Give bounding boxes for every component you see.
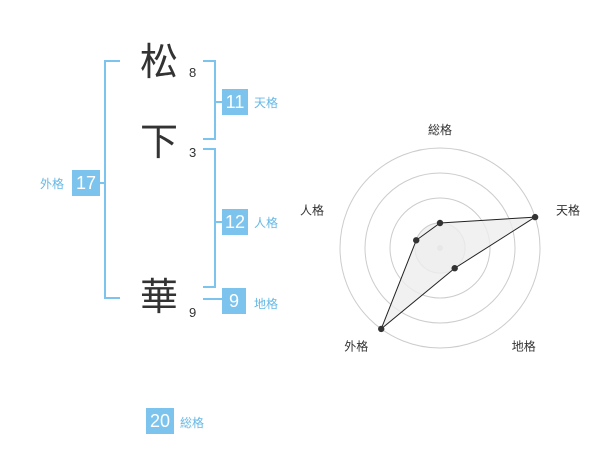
- radar-point-1: [436, 219, 444, 227]
- jinkaku-connector: [215, 221, 222, 223]
- stroke-count-1: 8: [189, 65, 197, 80]
- radar-axis-label-2: 天格: [556, 202, 580, 217]
- tenkaku-connector: [215, 101, 222, 103]
- radar-point-3: [451, 265, 458, 272]
- gaikaku-value: 17: [72, 170, 100, 196]
- name-char-2: 下: [140, 120, 179, 164]
- radar-axis-label-5: 人格: [300, 202, 324, 217]
- radar-point-5: [413, 237, 420, 244]
- tenkaku-label: 天格: [254, 96, 279, 110]
- name-char-3: 華: [140, 275, 179, 319]
- radar-axis-label-4: 外格: [344, 339, 368, 354]
- tenkaku-bracket: [203, 60, 216, 140]
- radar-ring-4: [339, 147, 541, 349]
- chikaku-label: 地格: [254, 297, 279, 311]
- radar-ring-3: [364, 172, 516, 324]
- radar-ring-2: [389, 197, 491, 299]
- gaikaku-bracket: [104, 60, 120, 299]
- stroke-count-3: 9: [189, 305, 197, 320]
- jinkaku-value: 12: [222, 209, 248, 235]
- tenkaku-value: 11: [222, 89, 248, 115]
- stroke-count-2: 3: [189, 145, 197, 160]
- chikaku-value: 9: [222, 288, 246, 314]
- jinkaku-label: 人格: [254, 216, 279, 230]
- name-char-1: 松: [140, 40, 179, 84]
- gaikaku-label: 外格: [40, 177, 65, 191]
- gaikaku-connector: [97, 182, 105, 184]
- jinkaku-bracket: [203, 148, 216, 288]
- soukaku-value: 20: [146, 408, 174, 434]
- chikaku-connector: [203, 298, 222, 300]
- soukaku-label: 総格: [180, 416, 205, 430]
- radar-point-2: [531, 213, 539, 221]
- radar-point-4: [378, 325, 385, 333]
- radar-axis-label-3: 地格: [512, 339, 536, 354]
- radar-axis-label-1: 総格: [428, 122, 452, 137]
- radar-series-polygon: [380, 216, 536, 330]
